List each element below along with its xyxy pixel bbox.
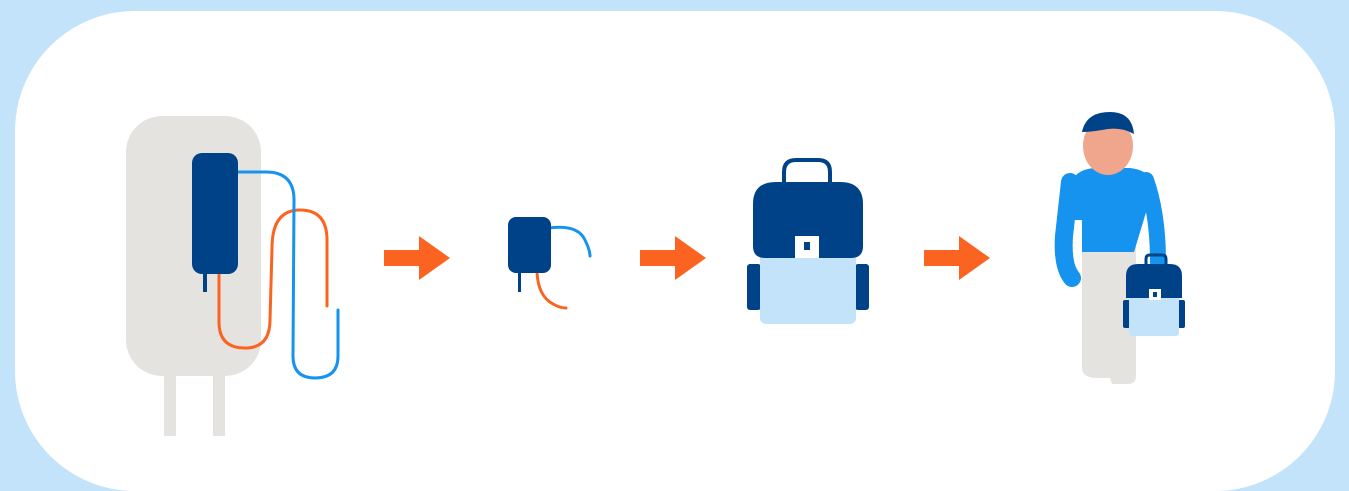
charger-small-body xyxy=(508,217,551,273)
mini-bag-strap-left xyxy=(1123,300,1130,328)
backpack-strap-right xyxy=(855,264,869,310)
wall-charger-icon xyxy=(126,116,338,436)
arrow-right-icon xyxy=(384,236,450,280)
outlet-prong-right xyxy=(213,370,225,436)
arrow-right-icon xyxy=(924,236,990,280)
charger-blue-cable xyxy=(548,227,590,256)
diagram-stage xyxy=(0,0,1349,475)
charger-orange-cable xyxy=(537,272,566,308)
backpack-strap-left xyxy=(747,264,761,310)
backpack-icon xyxy=(747,160,869,324)
arrow-right-icon xyxy=(640,236,706,280)
mini-bag-strap-right xyxy=(1178,300,1185,328)
outlet-prong-left xyxy=(164,370,176,436)
person-arm-right xyxy=(1146,180,1158,262)
backpack-buckle-center xyxy=(804,242,810,250)
charger-icon xyxy=(508,217,590,308)
mini-bag-buckle-center xyxy=(1153,292,1157,297)
charger-body xyxy=(192,153,238,274)
person-arm-left xyxy=(1064,182,1072,278)
process-diagram xyxy=(0,0,1349,475)
person-icon xyxy=(1064,112,1185,384)
